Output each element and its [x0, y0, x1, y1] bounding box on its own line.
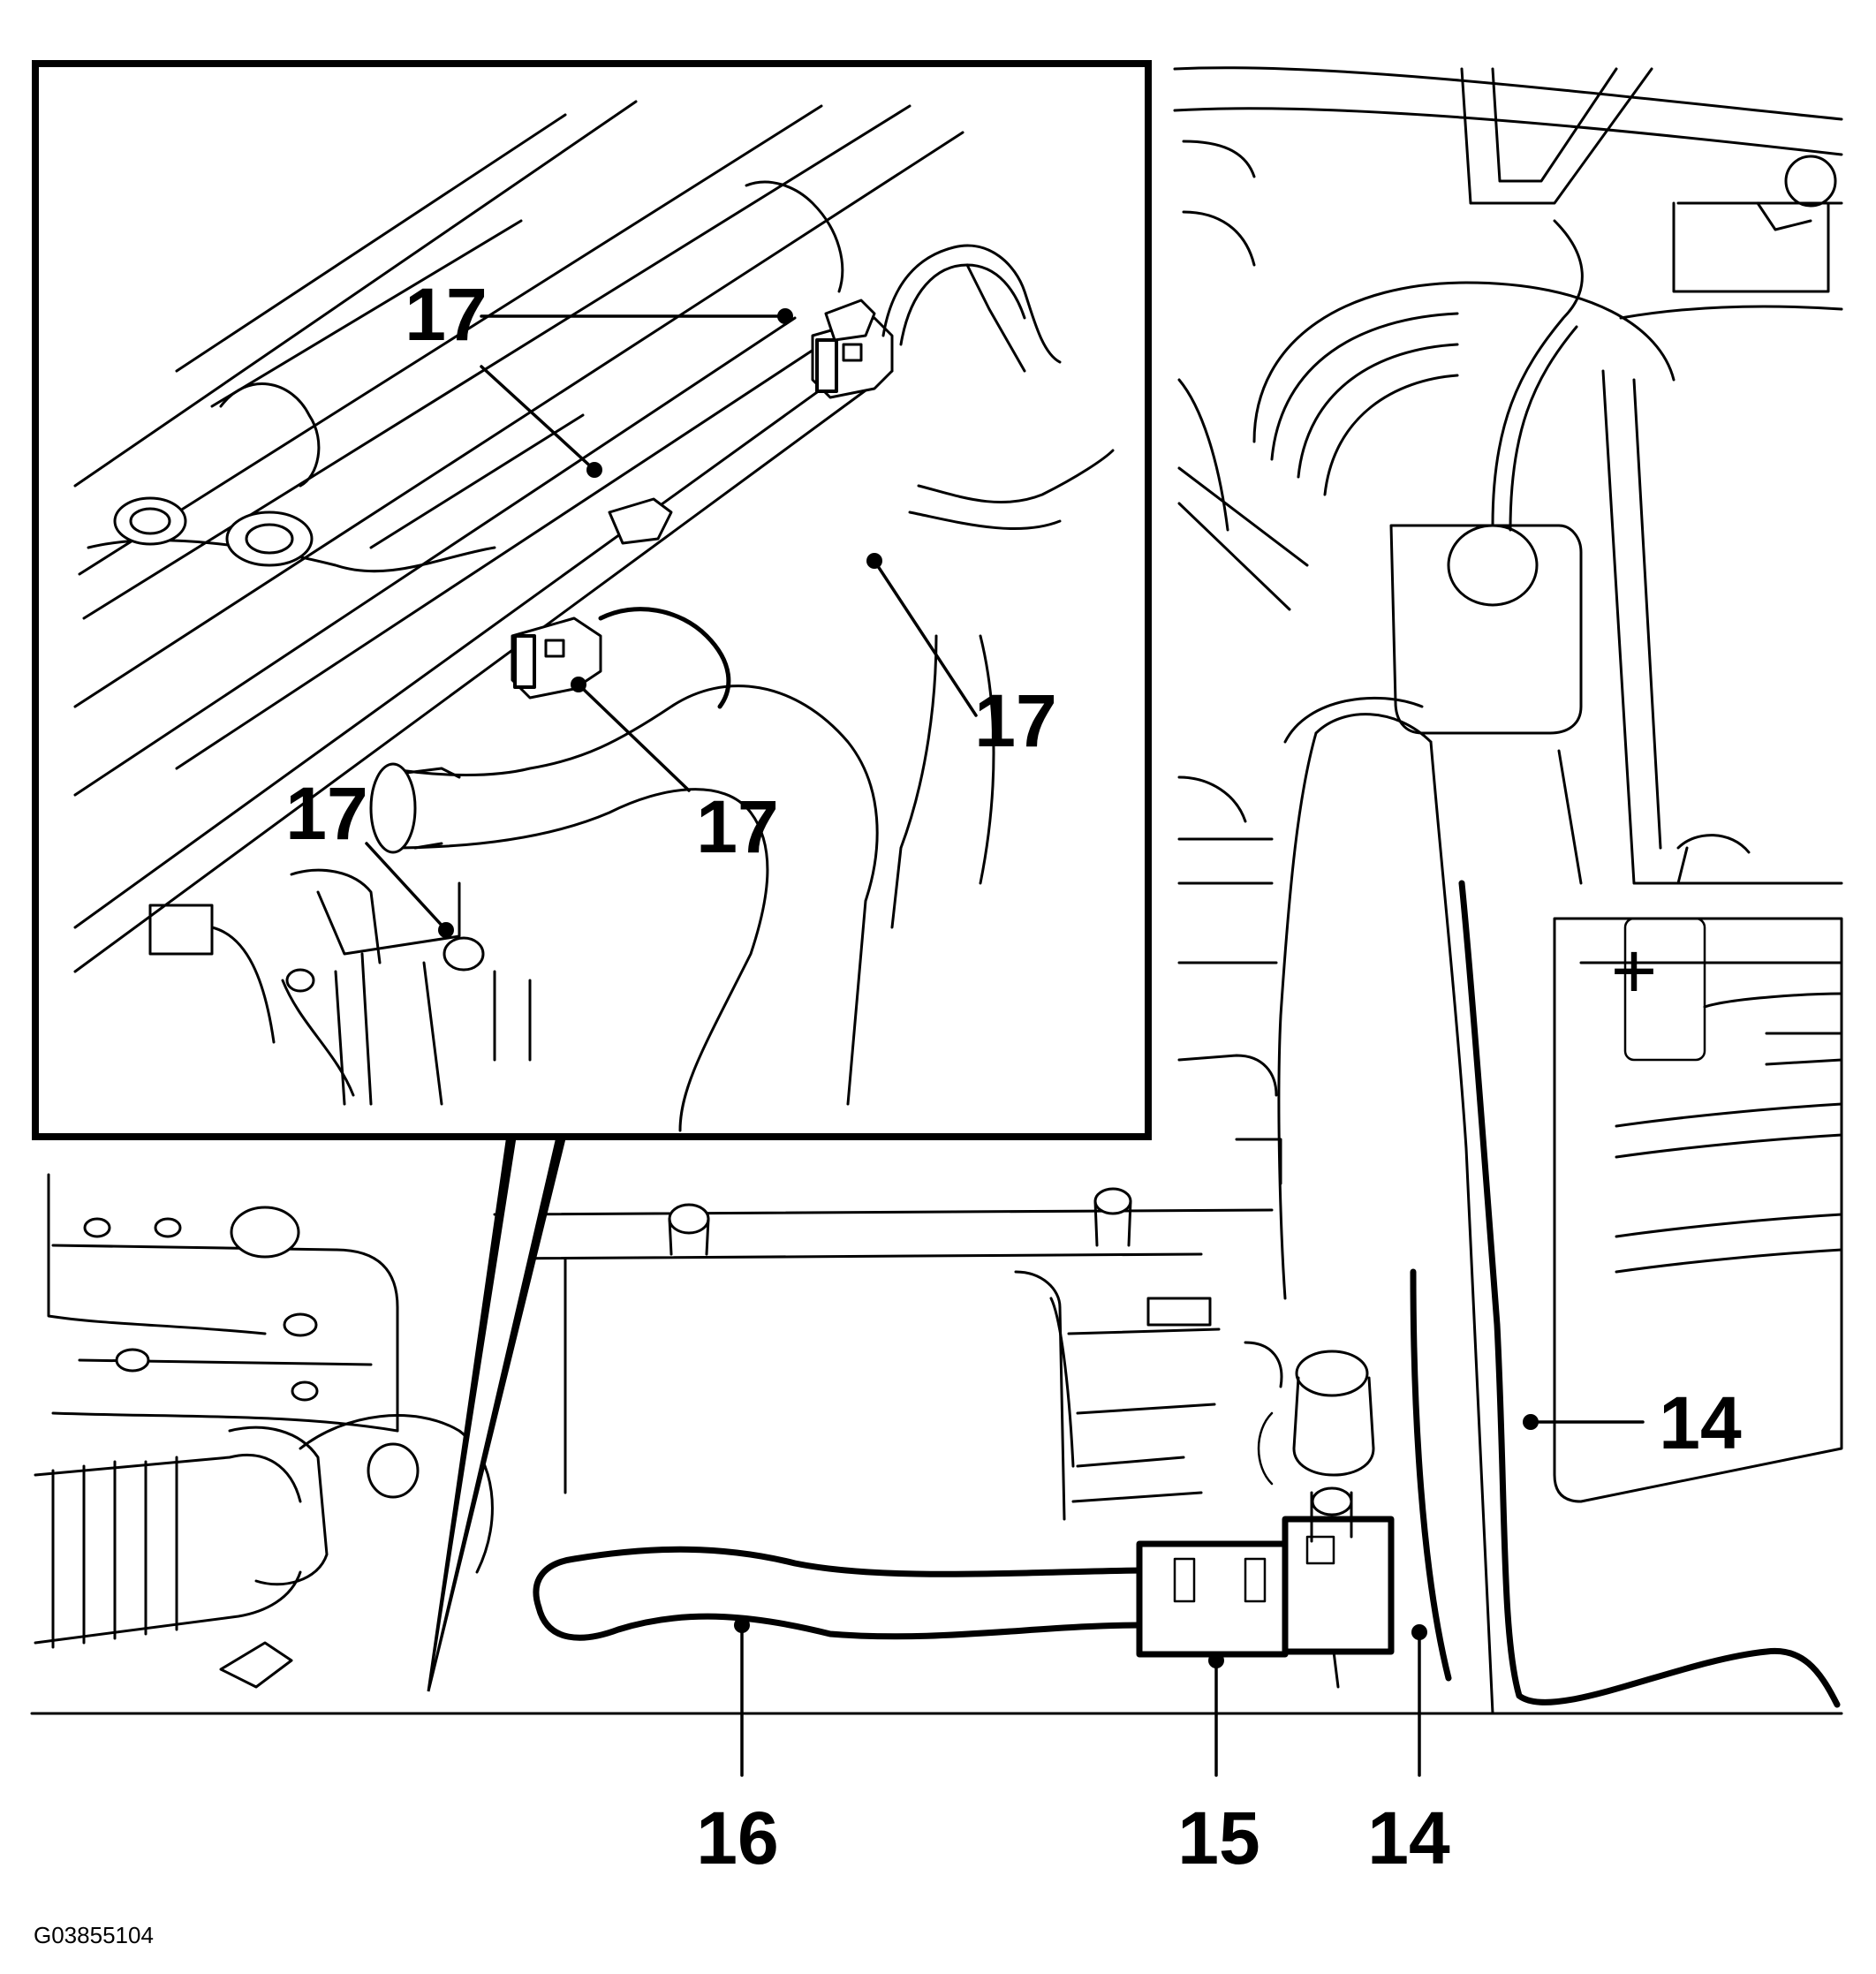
cowl-line-2 [1173, 107, 1843, 156]
air-intake-duct [34, 1414, 494, 1689]
brake-booster [1177, 281, 1676, 611]
callout-14-bottom: 14 [1367, 1796, 1450, 1879]
callout-17-upper-right: 17 [974, 679, 1056, 762]
cowl-line [1173, 66, 1843, 121]
leader-lines-main [734, 1414, 1645, 1777]
vacuum-hose-16-lower [535, 1604, 1143, 1641]
connector-15 [1136, 1516, 1395, 1689]
battery [1553, 917, 1843, 1503]
inset-lower-parts [148, 868, 532, 1106]
wiring-harness-14-lower [1410, 1268, 1452, 1682]
fuse-box [1601, 155, 1843, 885]
inset-detail-view: 17 17 17 17 17 [32, 60, 1152, 1692]
pressure-sensor [1257, 1350, 1375, 1543]
callout-17-center: 17 [696, 785, 778, 868]
figure-id: G03855104 [34, 1922, 154, 1948]
misc-body-lines [1177, 140, 1751, 1388]
engine-cover [47, 1173, 399, 1433]
brake-fluid-reservoir [1389, 219, 1584, 735]
inset-wires [598, 244, 1115, 709]
inset-frame [32, 60, 1152, 1140]
vacuum-hose-16 [533, 1546, 1143, 1611]
callout-15: 15 [1177, 1796, 1259, 1879]
wiring-harness-14 [1458, 880, 1841, 1708]
battery-positive-symbol: + [1611, 927, 1658, 1016]
radiator-hose [1277, 696, 1494, 1715]
callout-17-top: 17 [405, 273, 487, 356]
strut-bracket-inner [1491, 67, 1618, 183]
inset-pointer [427, 1133, 567, 1692]
inset-leader-lines [365, 308, 978, 938]
air-filter-housing [493, 1187, 1274, 1521]
strut-bracket [1460, 67, 1653, 205]
callout-14-right: 14 [1659, 1381, 1742, 1464]
callout-16: 16 [696, 1796, 778, 1879]
engine-bay-view: + [30, 66, 1843, 1777]
inset-cylinder-head [73, 100, 964, 973]
inset-coolant-hose [369, 634, 995, 1132]
callout-17-left: 17 [285, 772, 367, 855]
